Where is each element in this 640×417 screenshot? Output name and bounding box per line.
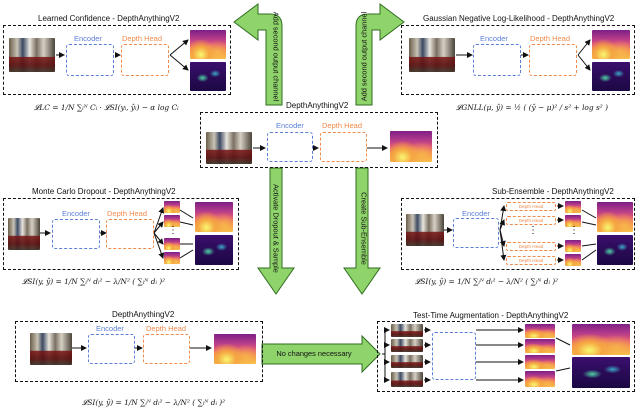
base-loss-formula: 𝓛SI(y, ŷ) = 1/N ∑ᵢᴺ dᵢ² − λ/N² ( ∑ᵢᴺ dᵢ … xyxy=(82,398,226,407)
se-depth-head-2: Depth Head xyxy=(506,216,556,225)
se-sample-ellipsis: ⋮ xyxy=(569,225,579,236)
se-depth-head-4: Depth Head xyxy=(506,256,556,265)
base-depth-head-block xyxy=(143,334,190,364)
se-encoder-block xyxy=(453,218,499,248)
mc-variance-output xyxy=(195,235,233,265)
tta-sample-1 xyxy=(525,324,555,338)
tta-sample-3 xyxy=(525,355,555,369)
center-panel xyxy=(200,112,438,168)
mc-sample-4 xyxy=(164,252,180,264)
se-mean-output xyxy=(597,202,633,232)
green-arrow-down-right xyxy=(343,167,381,295)
base-encoder-label: Encoder xyxy=(96,324,124,333)
lc-loss-formula: 𝓛LC = 1/N ∑ᵢᴺ Cᵢ · 𝓛SI(yᵢ, ŷᵢ) − α log C… xyxy=(34,103,179,112)
tta-aug-image-1 xyxy=(391,324,423,337)
mc-depth-head-block xyxy=(106,219,154,249)
gnll-title: Gaussian Negative Log-Likelihood - Depth… xyxy=(423,14,615,23)
lc-connectors xyxy=(56,39,189,71)
center-depth-output xyxy=(390,131,432,162)
mc-depth-head-label: Depth Head xyxy=(107,209,148,218)
lc-depth-head-block xyxy=(121,44,169,76)
mc-loss-formula: 𝓛SI(y, ŷ) = 1/N ∑ᵢᴺ dᵢ² − λ/N² ( ∑ᵢᴺ dᵢ … xyxy=(22,277,166,286)
se-sample-2 xyxy=(565,215,581,227)
arrow-label-no-changes: No changes necessary xyxy=(276,349,352,358)
tta-encoder-block xyxy=(432,332,476,380)
tta-title: Test-Time Augmentation - DepthAnythingV2 xyxy=(413,311,569,320)
center-encoder-block xyxy=(267,132,313,162)
tta-aug-image-3 xyxy=(391,355,423,368)
se-variance-output xyxy=(597,235,633,265)
lc-depth-head-label: Depth Head xyxy=(122,34,163,43)
gnll-loss-formula: 𝓛GNLL(μ, ŷ) = ½ ( (ŷ − μ)² / s² + log s²… xyxy=(456,103,608,112)
center-depth-head-label: Depth Head xyxy=(322,121,363,130)
gnll-depth-head-label: Depth Head xyxy=(530,34,571,43)
gnll-encoder-label: Encoder xyxy=(480,34,508,43)
arrow-label-dropout: Activate Dropout & Sample xyxy=(271,184,281,273)
se-sample-4 xyxy=(565,254,581,266)
base-encoder-block xyxy=(88,334,135,364)
mc-sample-3 xyxy=(164,238,180,250)
gnll-mean-output xyxy=(592,30,630,59)
lc-panel xyxy=(3,25,231,95)
mc-encoder-block xyxy=(52,219,100,249)
mc-title: Monte Carlo Dropout - DepthAnythingV2 xyxy=(32,187,176,196)
green-arrow-down-left xyxy=(257,167,295,295)
arrow-label-add-second-left: Add second output channel xyxy=(271,11,281,102)
lc-title: Learned Confidence - DepthAnythingV2 xyxy=(38,14,180,23)
mc-sample-1 xyxy=(164,201,180,213)
base-panel xyxy=(15,321,263,382)
base-depth-output xyxy=(214,334,256,364)
mc-input-image xyxy=(8,218,40,250)
tta-panel xyxy=(377,321,635,392)
gnll-panel xyxy=(401,25,635,95)
mc-mean-output xyxy=(195,202,233,232)
se-loss-formula: 𝓛SI(y, ŷ) = 1/N ∑ᵢᴺ dᵢ² − λ/N² ( ∑ᵢᴺ dᵢ … xyxy=(415,277,559,286)
tta-mean-output xyxy=(572,324,630,355)
tta-connectors xyxy=(382,327,571,383)
lc-encoder-label: Encoder xyxy=(74,34,102,43)
lc-confidence-output xyxy=(190,62,226,91)
green-arrow-right-bottom xyxy=(261,334,381,374)
se-depth-head-1: Depth Head xyxy=(506,202,556,211)
tta-variance-output xyxy=(572,357,630,388)
se-sample-3 xyxy=(565,240,581,252)
mc-encoder-label: Encoder xyxy=(62,209,90,218)
mc-panel xyxy=(3,198,239,270)
center-title: DepthAnythingV2 xyxy=(286,101,349,110)
se-panel xyxy=(401,198,635,270)
center-depth-head-block xyxy=(320,132,367,162)
mc-ellipsis: ⋮ xyxy=(168,225,178,236)
lc-encoder-block xyxy=(66,44,114,76)
arrow-label-subensemble: Create Sub-Ensemble xyxy=(359,192,369,265)
base-depth-head-label: Depth Head xyxy=(146,324,187,333)
tta-sample-4 xyxy=(525,371,555,387)
se-depth-head-3: Depth Head xyxy=(506,242,556,251)
mc-sample-2 xyxy=(164,215,180,227)
lc-input-image xyxy=(9,38,55,72)
green-arrow-top-left xyxy=(233,3,283,106)
se-input-image xyxy=(406,214,444,246)
tta-aug-image-4 xyxy=(391,372,423,387)
green-arrow-top-right xyxy=(355,3,405,106)
gnll-variance-output xyxy=(592,62,630,91)
se-sample-1 xyxy=(565,201,581,213)
se-title: Sub-Ensemble - DepthAnythingV2 xyxy=(492,187,614,196)
tta-aug-image-2 xyxy=(391,339,423,352)
gnll-encoder-block xyxy=(473,44,521,76)
se-ellipsis: ⋮ xyxy=(528,225,538,236)
base-input-image xyxy=(30,333,72,365)
gnll-connectors xyxy=(456,39,591,71)
gnll-depth-head-block xyxy=(529,44,577,76)
se-connectors xyxy=(444,203,597,263)
tta-sample-2 xyxy=(525,339,555,353)
mc-connectors xyxy=(40,207,194,259)
gnll-input-image xyxy=(409,38,455,72)
base-title: DepthAnythingV2 xyxy=(112,310,175,319)
lc-depth-output xyxy=(190,30,226,59)
center-encoder-label: Encoder xyxy=(276,121,304,130)
arrow-label-add-second-right: Add second output channel xyxy=(359,11,369,102)
center-input-image xyxy=(206,132,252,164)
se-encoder-label: Encoder xyxy=(462,209,490,218)
